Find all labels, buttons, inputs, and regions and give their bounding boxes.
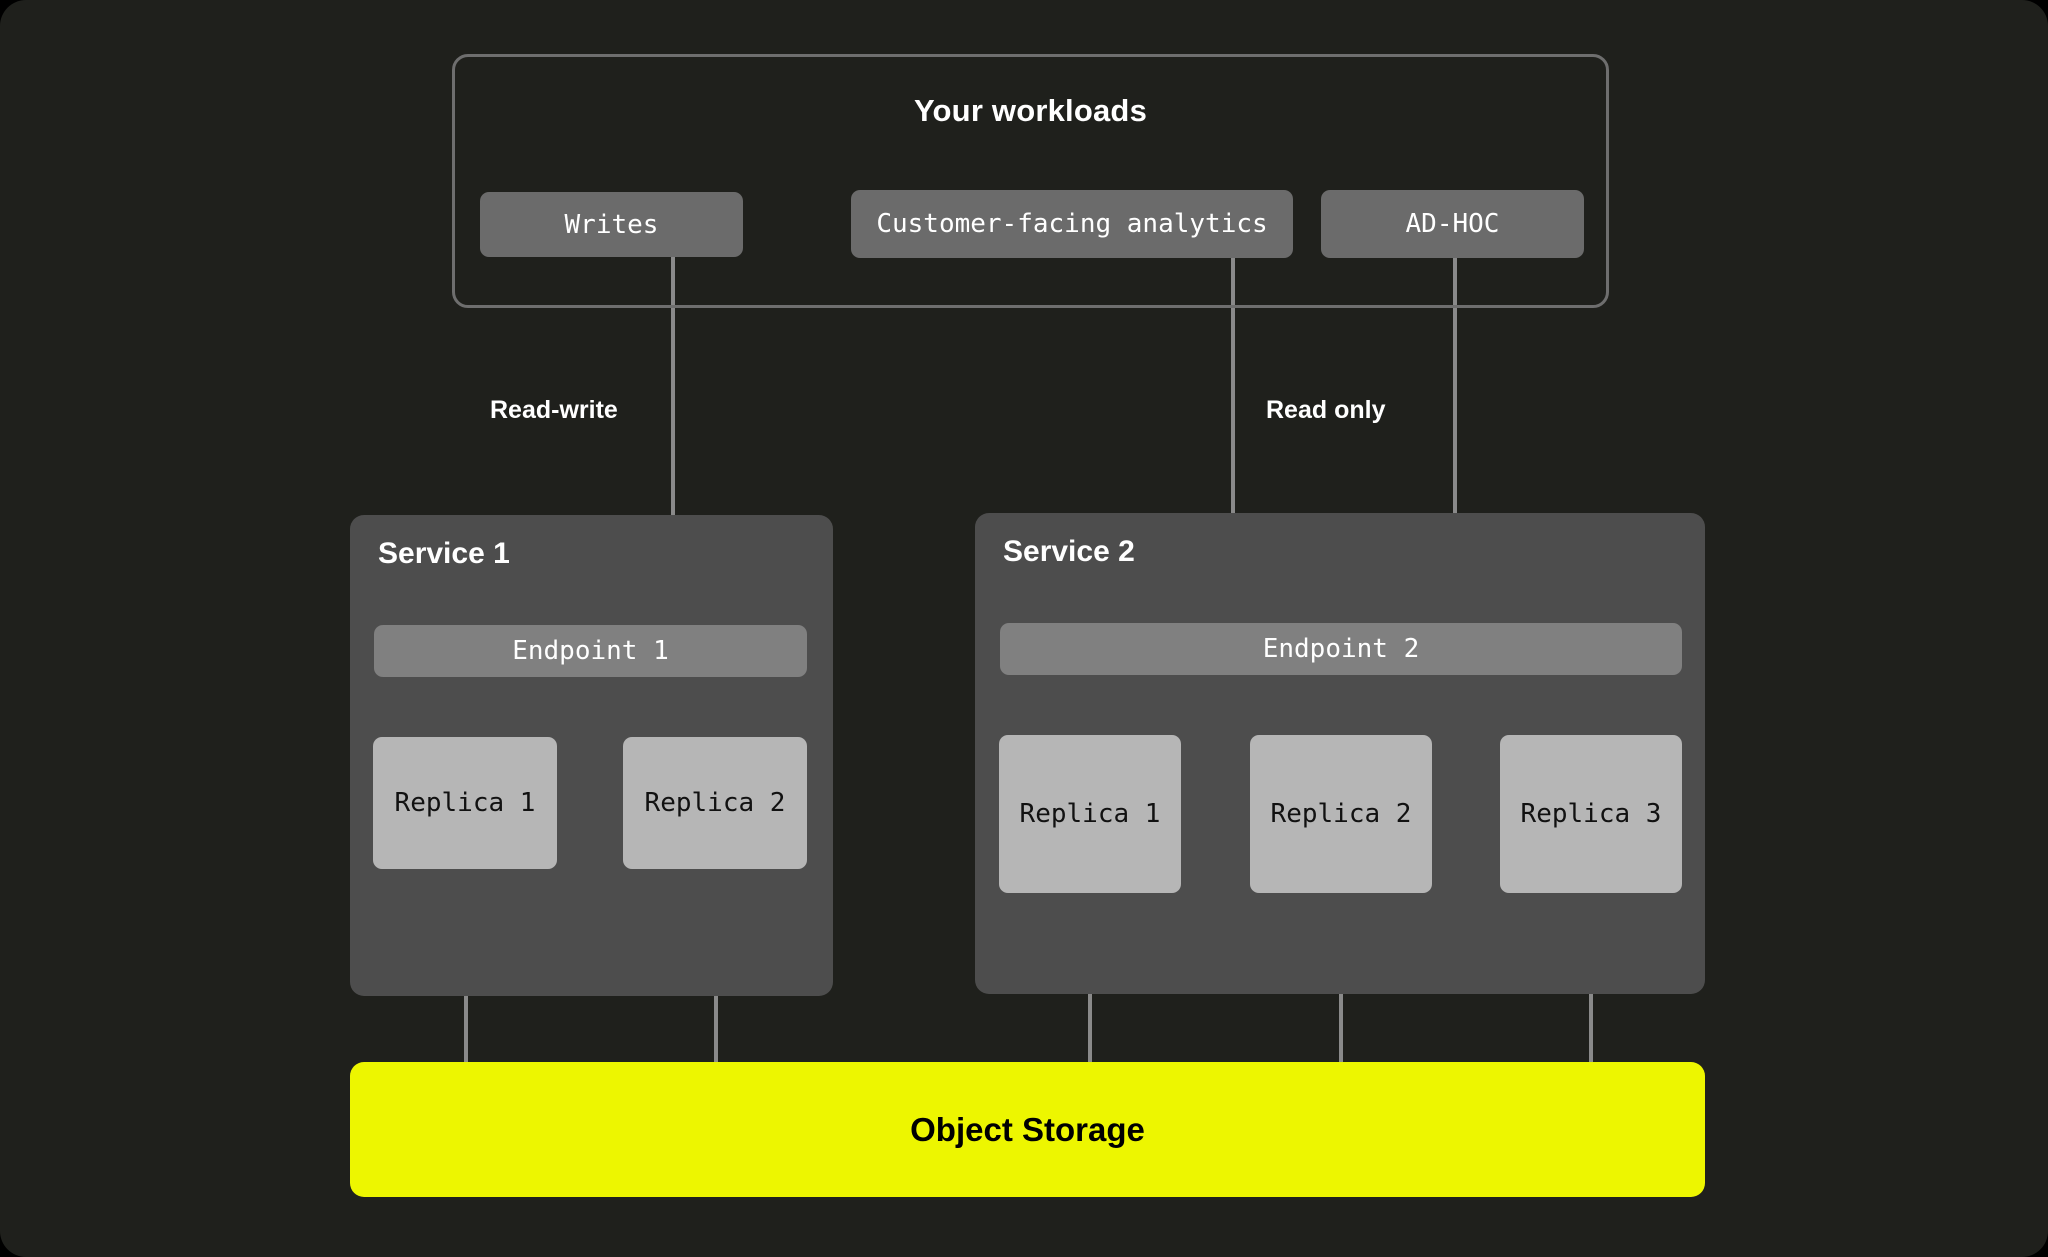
edge-label-read-only: Read only xyxy=(1266,396,1386,424)
object-storage-bar[interactable]: Object Storage xyxy=(350,1062,1705,1197)
service-1-replica-2[interactable]: Replica 2 xyxy=(623,737,807,869)
workload-ad-hoc[interactable]: AD-HOC xyxy=(1321,190,1584,258)
workload-customer-facing-analytics[interactable]: Customer-facing analytics xyxy=(851,190,1293,258)
service-1-title: Service 1 xyxy=(378,537,510,570)
endpoint-1[interactable]: Endpoint 1 xyxy=(374,625,807,677)
endpoint-2[interactable]: Endpoint 2 xyxy=(1000,623,1682,675)
service-2-replica-3[interactable]: Replica 3 xyxy=(1500,735,1682,893)
service-panel-2: Service 2 Endpoint 2 Replica 1 Replica 2… xyxy=(975,513,1705,994)
workloads-frame: Your workloads xyxy=(452,54,1609,308)
workloads-title: Your workloads xyxy=(913,93,1148,128)
service-panel-1: Service 1 Endpoint 1 Replica 1 Replica 2 xyxy=(350,515,833,996)
service-2-replica-2[interactable]: Replica 2 xyxy=(1250,735,1432,893)
service-1-replica-1[interactable]: Replica 1 xyxy=(373,737,557,869)
workload-writes[interactable]: Writes xyxy=(480,192,743,257)
service-2-title: Service 2 xyxy=(1003,535,1135,568)
service-2-replica-1[interactable]: Replica 1 xyxy=(999,735,1181,893)
edge-label-read-write: Read-write xyxy=(490,396,618,424)
